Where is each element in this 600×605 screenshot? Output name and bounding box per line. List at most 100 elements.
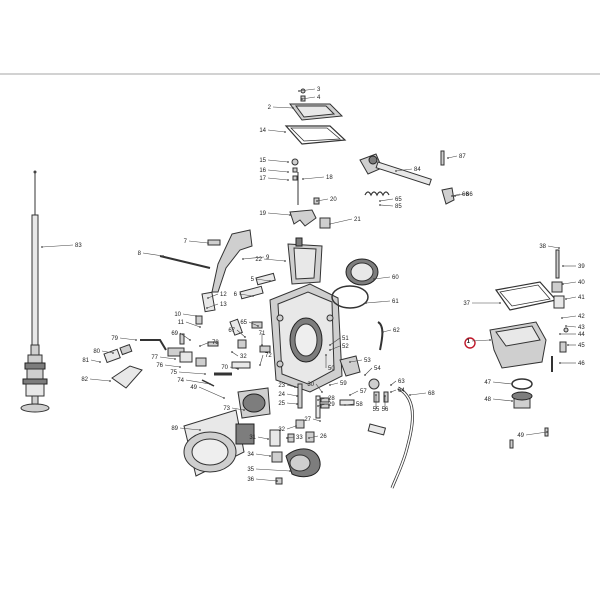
part-label-65b[interactable]: 65 — [240, 320, 247, 326]
part-label-55[interactable]: 55 — [373, 407, 380, 413]
part-label-17[interactable]: 17 — [259, 176, 266, 182]
part-label-59[interactable]: 59 — [340, 381, 347, 387]
part-label-28[interactable]: 28 — [328, 396, 335, 402]
part-label-87[interactable]: 87 — [459, 154, 466, 160]
part-label-37[interactable]: 37 — [463, 301, 470, 307]
part-label-22[interactable]: 22 — [255, 257, 262, 263]
part-label-61[interactable]: 61 — [392, 299, 399, 305]
part-label-63[interactable]: 63 — [398, 379, 405, 385]
part-label-15[interactable]: 15 — [259, 158, 266, 164]
part-label-78[interactable]: 78 — [212, 340, 219, 346]
part-label-41[interactable]: 41 — [578, 295, 585, 301]
part-label-62[interactable]: 62 — [393, 328, 400, 334]
part-label-54[interactable]: 54 — [374, 366, 381, 372]
part-label-81[interactable]: 81 — [82, 358, 89, 364]
part-label-77[interactable]: 77 — [151, 355, 158, 361]
part-label-12[interactable]: 12 — [220, 292, 227, 298]
part-label-6[interactable]: 6 — [234, 292, 238, 298]
part-label-2[interactable]: 2 — [268, 105, 272, 111]
part-label-26[interactable]: 26 — [320, 434, 327, 440]
part-label-83[interactable]: 83 — [75, 243, 82, 249]
part-label-24[interactable]: 24 — [278, 392, 285, 398]
part-label-9[interactable]: 9 — [266, 255, 270, 261]
part-label-84[interactable]: 84 — [414, 167, 421, 173]
leader-line-86 — [454, 193, 465, 197]
part-label-73[interactable]: 73 — [223, 406, 230, 412]
part-label-1[interactable]: 1 — [467, 339, 471, 345]
part-label-89[interactable]: 89 — [171, 426, 178, 432]
leader-line-72 — [259, 354, 264, 366]
part-label-80[interactable]: 80 — [93, 349, 100, 355]
part-label-5[interactable]: 5 — [251, 277, 255, 283]
part-label-75[interactable]: 75 — [170, 370, 177, 376]
leader-line-67 — [236, 329, 246, 338]
part-label-19[interactable]: 19 — [259, 211, 266, 217]
part-label-64[interactable]: 64 — [398, 388, 405, 394]
part-label-67[interactable]: 67 — [228, 328, 235, 334]
part-label-48[interactable]: 48 — [484, 397, 491, 403]
part-label-33[interactable]: 33 — [296, 435, 303, 441]
part-label-66[interactable]: 66 — [462, 192, 469, 198]
part-label-40[interactable]: 40 — [578, 280, 585, 286]
part-label-82[interactable]: 82 — [81, 377, 88, 383]
part-label-27[interactable]: 27 — [304, 417, 311, 423]
part-label-46[interactable]: 46 — [578, 361, 585, 367]
part-label-42[interactable]: 42 — [578, 314, 585, 320]
part-label-20[interactable]: 20 — [330, 197, 337, 203]
part-label-13[interactable]: 13 — [220, 302, 227, 308]
part-label-10[interactable]: 10 — [174, 312, 181, 318]
part-label-53[interactable]: 53 — [364, 358, 371, 364]
part-label-72[interactable]: 72 — [265, 353, 272, 359]
part-label-14[interactable]: 14 — [259, 128, 266, 134]
part-label-38[interactable]: 38 — [539, 244, 546, 250]
part-label-34[interactable]: 34 — [247, 452, 254, 458]
part-label-51[interactable]: 51 — [342, 336, 349, 342]
part-label-32b[interactable]: 32 — [278, 427, 285, 433]
part-label-68[interactable]: 68 — [428, 391, 435, 397]
leader-end-83 — [41, 246, 43, 248]
leader-end-59 — [329, 384, 331, 386]
leader-line-48 — [492, 398, 513, 402]
part-label-44[interactable]: 44 — [578, 332, 585, 338]
leader-end-5 — [269, 280, 271, 282]
part-label-45[interactable]: 45 — [578, 343, 585, 349]
part-label-49b[interactable]: 49 — [190, 385, 197, 391]
part-label-32[interactable]: 32 — [240, 354, 247, 360]
leader-end-40 — [562, 283, 564, 285]
part-label-85[interactable]: 85 — [395, 204, 402, 210]
part-label-23[interactable]: 23 — [278, 383, 285, 389]
part-label-65[interactable]: 65 — [395, 197, 402, 203]
part-label-3[interactable]: 3 — [317, 87, 321, 93]
part-label-74[interactable]: 74 — [177, 378, 184, 384]
part-label-29[interactable]: 29 — [328, 402, 335, 408]
part-label-11[interactable]: 11 — [178, 320, 185, 326]
part-label-49[interactable]: 49 — [517, 433, 524, 439]
part-label-21[interactable]: 21 — [354, 217, 361, 223]
part-label-79[interactable]: 79 — [111, 336, 118, 342]
part-label-31[interactable]: 31 — [249, 435, 256, 441]
part-label-25[interactable]: 25 — [278, 401, 285, 407]
part-label-60[interactable]: 60 — [392, 275, 399, 281]
leader-end-66 — [451, 195, 453, 197]
part-label-52[interactable]: 52 — [342, 344, 349, 350]
part-label-7[interactable]: 7 — [184, 239, 188, 245]
part-label-86[interactable]: 86 — [466, 192, 473, 198]
part-label-58[interactable]: 58 — [356, 402, 363, 408]
part-label-43[interactable]: 43 — [578, 325, 585, 331]
part-label-35[interactable]: 35 — [247, 467, 254, 473]
part-label-47[interactable]: 47 — [484, 380, 491, 386]
part-label-8[interactable]: 8 — [138, 251, 142, 257]
part-label-69[interactable]: 69 — [171, 331, 178, 337]
part-label-57[interactable]: 57 — [360, 389, 367, 395]
part-label-76[interactable]: 76 — [156, 363, 163, 369]
part-label-39[interactable]: 39 — [578, 264, 585, 270]
part-label-36[interactable]: 36 — [247, 477, 254, 483]
part-label-18[interactable]: 18 — [326, 175, 333, 181]
part-label-30[interactable]: 30 — [307, 382, 314, 388]
part-label-70[interactable]: 70 — [221, 365, 228, 371]
part-label-4[interactable]: 4 — [317, 95, 321, 101]
part-label-50[interactable]: 50 — [328, 366, 335, 372]
part-label-71[interactable]: 71 — [259, 331, 266, 337]
part-label-56[interactable]: 56 — [382, 407, 389, 413]
part-label-16[interactable]: 16 — [259, 168, 266, 174]
